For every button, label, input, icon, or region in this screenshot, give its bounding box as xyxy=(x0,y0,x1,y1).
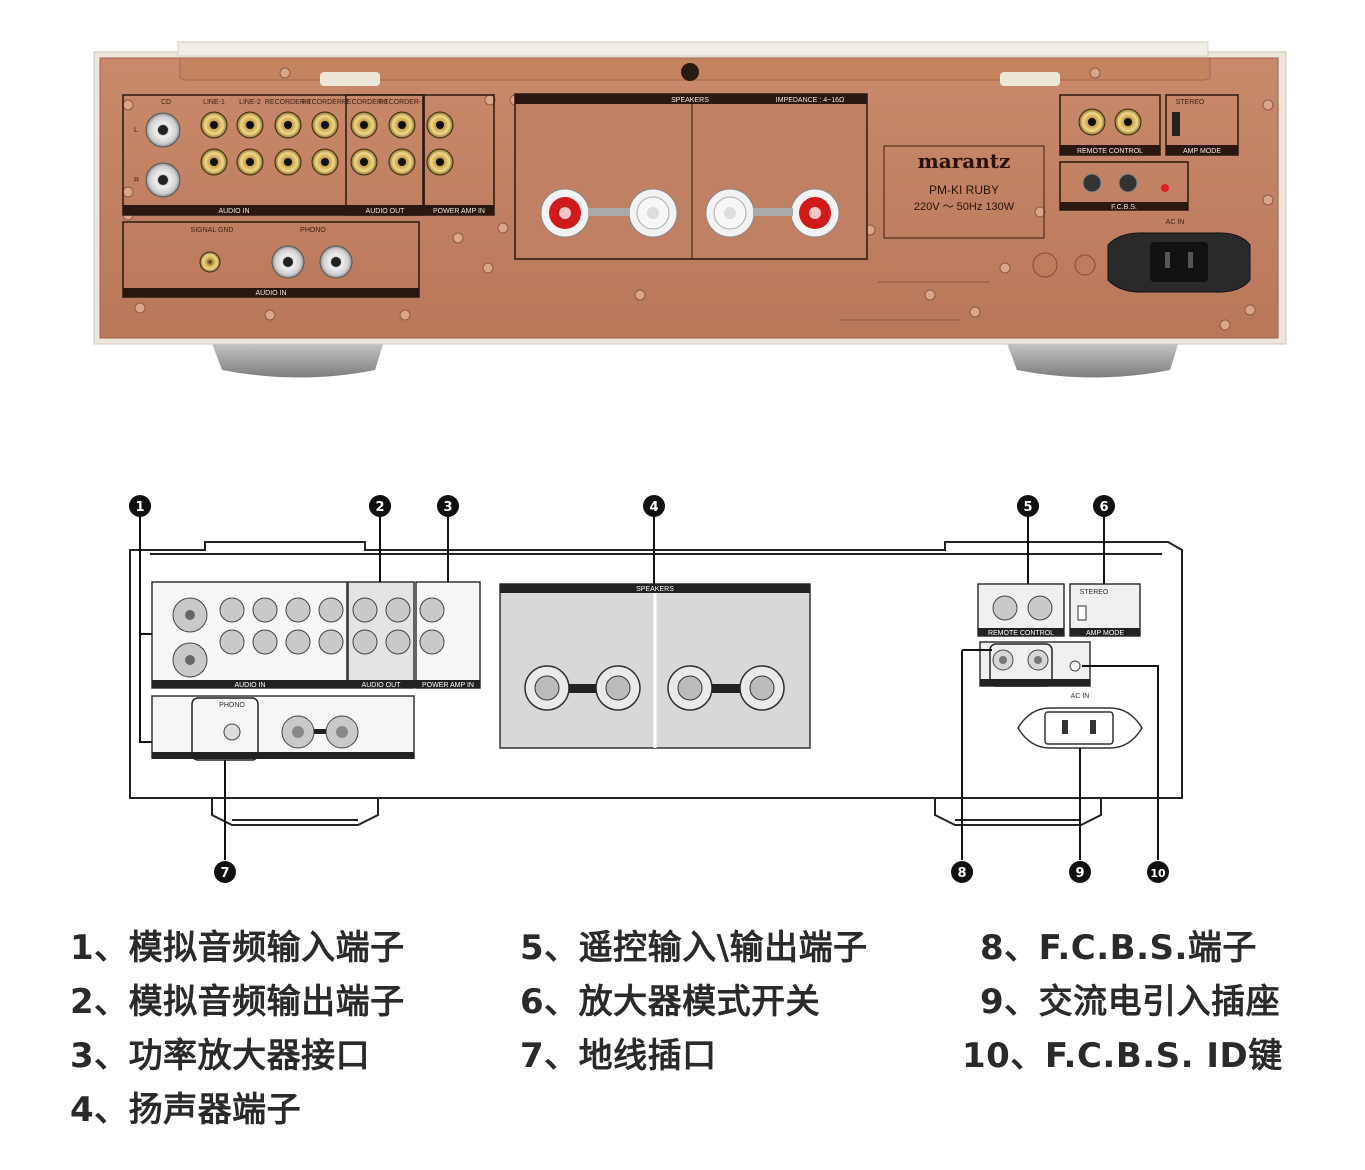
callout-2-text: 2 xyxy=(375,500,384,515)
diagram-audio-out-label: AUDIO OUT xyxy=(362,682,402,689)
photo-remote-label: REMOTE CONTROL xyxy=(1077,148,1143,155)
callout-2 xyxy=(369,495,391,517)
callout-7 xyxy=(214,861,236,883)
photo-model-text: PM-KI RUBY xyxy=(929,183,999,197)
diagram-phono-label: PHONO xyxy=(219,702,245,709)
callout-6 xyxy=(1093,495,1115,517)
photo-power-amp-in-label: POWER AMP IN xyxy=(433,208,485,215)
diagram-stereo-label: STEREO xyxy=(1080,589,1109,596)
diagram-amp-mode-label: AMP MODE xyxy=(1086,630,1124,637)
diagram-audio-in-label: AUDIO IN xyxy=(234,682,265,689)
photo-speakers-label: SPEAKERS xyxy=(671,97,709,104)
diagram-remote-label: REMOTE CONTROL xyxy=(988,630,1054,637)
legend-item-1: 1、模拟音频输入端子 xyxy=(70,928,405,968)
photo-line1-label: LINE-1 xyxy=(203,99,225,106)
photo-amp-mode-label: AMP MODE xyxy=(1183,148,1221,155)
callout-10 xyxy=(1147,861,1169,883)
photo-stereo-label: STEREO xyxy=(1176,99,1205,106)
photo-ac-in-label: AC IN xyxy=(1166,219,1185,226)
diagram-phono-block: PHONO xyxy=(151,695,415,761)
callout-7-text: 7 xyxy=(220,866,229,881)
callout-10-text: 10 xyxy=(1150,867,1166,880)
legend-item-10: 10、F.C.B.S. ID键 xyxy=(962,1036,1283,1076)
legend-item-6: 6、放大器模式开关 xyxy=(520,982,821,1022)
photo-impedance-label: IMPEDANCE : 4~16Ω xyxy=(776,97,844,104)
diagram-fcbs-block xyxy=(979,641,1091,687)
diagram-remote-block: REMOTE CONTROL AMP MODE STEREO xyxy=(977,583,1141,637)
rear-panel-diagram: AUDIO IN AUDIO OUT POWER AMP IN PHONO SP… xyxy=(129,495,1183,883)
photo-audio-in-label: AUDIO IN xyxy=(218,208,249,215)
legend-item-4: 4、扬声器端子 xyxy=(70,1090,302,1130)
callout-1-text: 1 xyxy=(135,500,144,515)
diagram-callouts: 1 2 3 4 5 6 7 8 9 10 xyxy=(129,495,1169,883)
photo-phono-audio-in-label: AUDIO IN xyxy=(255,290,286,297)
photo-fcbs-label: F.C.B.S. xyxy=(1111,204,1137,211)
diagram-ac-in-label: AC IN xyxy=(1071,693,1090,700)
callout-8-text: 8 xyxy=(957,866,966,881)
legend-item-3: 3、功率放大器接口 xyxy=(70,1036,371,1076)
amplifier-rear-photo: AUDIO IN AUDIO OUT POWER AMP IN CD LINE-… xyxy=(93,41,1287,378)
legend-item-8: 8、F.C.B.S.端子 xyxy=(980,928,1257,968)
left-foot xyxy=(210,338,385,378)
callout-1 xyxy=(129,495,151,517)
callout-6-text: 6 xyxy=(1099,500,1108,515)
photo-rca-jacks: L R xyxy=(134,111,454,198)
photo-speaker-terminals xyxy=(540,188,840,238)
diagram-speakers-label: SPEAKERS xyxy=(636,586,674,593)
callout-4 xyxy=(643,495,665,517)
photo-audio-out-label: AUDIO OUT xyxy=(366,208,406,215)
photo-r-label: R xyxy=(134,177,139,184)
callout-5-text: 5 xyxy=(1023,500,1032,515)
legend-item-5: 5、遥控输入\输出端子 xyxy=(520,928,868,968)
callout-5 xyxy=(1017,495,1039,517)
photo-recorder2-out-label: RECORDER-2 xyxy=(379,99,425,106)
photo-phono-label: PHONO xyxy=(300,227,326,234)
right-foot xyxy=(1005,338,1180,378)
diagram-speakers-block: SPEAKERS xyxy=(499,583,811,749)
photo-signal-gnd-label: SIGNAL GND xyxy=(191,227,234,234)
callout-3-text: 3 xyxy=(443,500,452,515)
callout-9-text: 9 xyxy=(1075,866,1084,881)
callout-4-text: 4 xyxy=(649,500,658,515)
callout-9 xyxy=(1069,861,1091,883)
legend-item-9: 9、交流电引入插座 xyxy=(980,982,1281,1022)
photo-l-label: L xyxy=(134,127,138,134)
photo-spec-text: 220V ～ 50Hz 130W xyxy=(914,201,1015,213)
legend-item-2: 2、模拟音频输出端子 xyxy=(70,982,405,1022)
diagram-power-amp-in-label: POWER AMP IN xyxy=(422,682,474,689)
callout-8 xyxy=(951,861,973,883)
callout-3 xyxy=(437,495,459,517)
diagram-ac-inlet: AC IN xyxy=(1017,693,1143,749)
photo-recorder2-label: RECORDER-2 xyxy=(302,99,348,106)
photo-line2-label: LINE-2 xyxy=(239,99,261,106)
photo-recorder1-label: RECORDER-1 xyxy=(265,99,311,106)
photo-brand-logo: marantz xyxy=(918,149,1011,173)
photo-cd-label: CD xyxy=(161,99,171,106)
legend-item-7: 7、地线插口 xyxy=(520,1036,717,1076)
photo-recorder1-out-label: RECORDER-1 xyxy=(342,99,388,106)
